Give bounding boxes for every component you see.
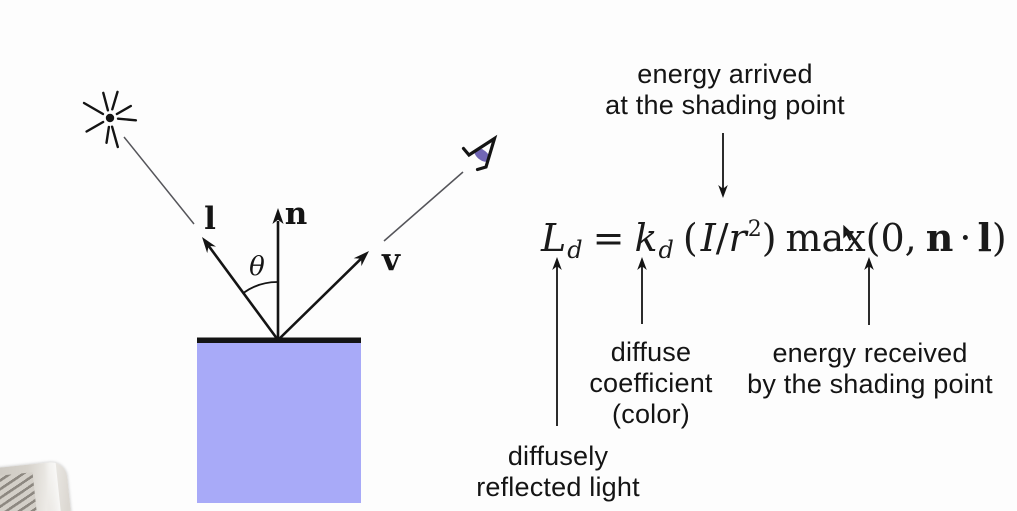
normal-vector-arrow <box>272 208 284 340</box>
laptop-edge-highlight <box>43 461 62 511</box>
label-normal-vector: n <box>284 196 308 232</box>
formula-max-close: ) <box>991 216 1007 260</box>
annotation-line: energy arrived <box>637 59 813 89</box>
formula-I: I <box>700 216 716 260</box>
annotation-energy-received: energy received by the shading point <box>747 338 993 400</box>
arrow-energy-arrived <box>718 133 728 198</box>
view-vector-arrow <box>277 251 369 341</box>
formula-L-sub: d <box>567 236 583 264</box>
formula-k: k <box>634 216 658 260</box>
annotation-line: (color) <box>612 399 690 429</box>
formula-L: L <box>541 216 567 260</box>
surface-top-edge <box>197 337 361 343</box>
formula-open-paren: ( <box>682 216 698 260</box>
light-ray-line <box>123 136 195 225</box>
formula-r-sup: 2 <box>747 217 762 242</box>
formula-equals: = <box>592 216 625 260</box>
label-view-vector: v <box>381 242 401 278</box>
annotation-line: energy received <box>772 338 968 368</box>
light-source-icon <box>82 90 138 149</box>
laptop-edge-photo <box>0 460 72 511</box>
formula-slash: / <box>715 216 729 260</box>
annotation-diffusely-reflected: diffusely reflected light <box>476 441 640 503</box>
formula-l-vec: l <box>977 215 992 260</box>
annotation-line: diffusely <box>507 441 609 471</box>
eye-icon <box>461 134 498 172</box>
surface <box>197 337 361 503</box>
annotation-line: at the shading point <box>605 90 845 120</box>
annotation-line: by the shading point <box>747 369 993 399</box>
formula-dot: · <box>959 216 972 260</box>
laptop-vent-grille <box>0 472 39 511</box>
formula-n-vec: n <box>925 215 954 260</box>
arrow-diffusely-reflected <box>552 257 562 426</box>
angle-arc <box>242 281 279 294</box>
annotation-line: coefficient <box>589 368 713 398</box>
label-light-vector: l <box>204 201 216 237</box>
label-angle: θ <box>249 252 265 282</box>
annotation-line: reflected light <box>476 472 640 502</box>
formula-r: r <box>728 216 747 260</box>
formula-zero: 0, <box>880 216 917 260</box>
formula-max: max <box>785 216 866 260</box>
annotation-diffuse-coefficient: diffuse coefficient (color) <box>589 337 712 430</box>
formula-max-open: ( <box>865 216 881 260</box>
annotation-energy-arrived: energy arrived at the shading point <box>605 59 845 121</box>
annotation-line: diffuse <box>610 337 692 367</box>
light-vector-arrow <box>202 237 280 341</box>
formula-close-paren: ) <box>761 216 777 260</box>
formula-k-sub: d <box>658 236 674 264</box>
sight-line <box>383 171 464 242</box>
